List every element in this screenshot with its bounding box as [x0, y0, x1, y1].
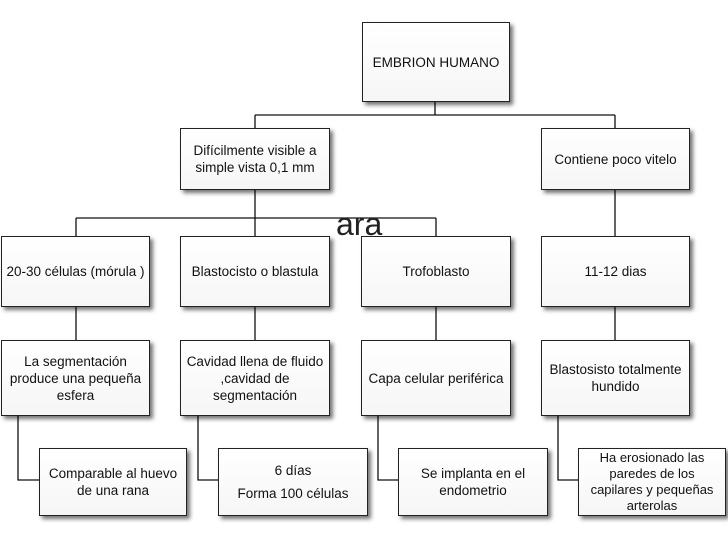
node-level4-b-line2: Forma 100 células [237, 486, 349, 501]
connector-level3-level4-d [557, 416, 578, 481]
node-level4-b-line1: 6 días [274, 463, 312, 478]
node-level3-a: La segmentación produce una pequeña esfe… [1, 340, 150, 416]
node-level2-b: Blastocisto o blastula [180, 236, 330, 307]
node-level3-c: Capa celular periférica [361, 340, 511, 416]
node-level4-c-label: Se implanta en el endometrio [420, 466, 526, 498]
node-level3-b: Cavidad llena de fluido ,cavidad de segm… [180, 340, 330, 416]
node-level3-b-label: Cavidad llena de fluido ,cavidad de segm… [186, 353, 324, 403]
node-level3-d-label: Blastosisto totalmente hundido [549, 362, 682, 394]
node-root: EMBRION HUMANO [362, 22, 510, 102]
node-level1-right: Contiene poco vitelo [541, 128, 690, 190]
node-level1-left-label: Difícilmente visible a simple vista 0,1 … [193, 143, 317, 175]
node-level4-c: Se implanta en el endometrio [398, 448, 548, 516]
node-level4-d-label: Ha erosionado las paredes de los capilar… [590, 450, 714, 513]
node-level2-a: 20-30 células (mórula ) [1, 236, 150, 307]
node-level2-c: Trofoblasto [361, 236, 511, 307]
node-level4-d: Ha erosionado las paredes de los capilar… [578, 448, 726, 516]
connector-level3-level4-a [17, 416, 39, 481]
node-level2-c-label: Trofoblasto [402, 264, 470, 279]
node-level4-a-label: Comparable al huevo de una rana [48, 466, 178, 498]
connector-level3-level4-c [377, 416, 398, 481]
connector-root-level1 [254, 102, 616, 128]
node-level2-b-label: Blastocisto o blastula [191, 264, 319, 279]
node-level3-a-label: La segmentación produce una pequeña esfe… [9, 353, 142, 403]
connector-level1-level2 [75, 190, 437, 236]
node-level4-a: Comparable al huevo de una rana [39, 448, 187, 516]
node-level2-a-label: 20-30 células (mórula ) [6, 264, 145, 279]
node-level2-d: 11-12 dias [541, 236, 690, 307]
node-level3-d: Blastosisto totalmente hundido [541, 340, 690, 416]
node-level3-c-label: Capa celular periférica [368, 370, 504, 386]
node-level1-left: Difícilmente visible a simple vista 0,1 … [180, 128, 330, 190]
node-level2-d-label: 11-12 dias [584, 264, 647, 279]
connector-level3-level4-b [197, 416, 218, 481]
node-level4-b: 6 días Forma 100 células [218, 448, 368, 516]
connector-level2-level3 [75, 307, 616, 340]
node-level1-right-label: Contiene poco vitelo [554, 151, 677, 167]
node-root-label: EMBRION HUMANO [372, 54, 500, 70]
